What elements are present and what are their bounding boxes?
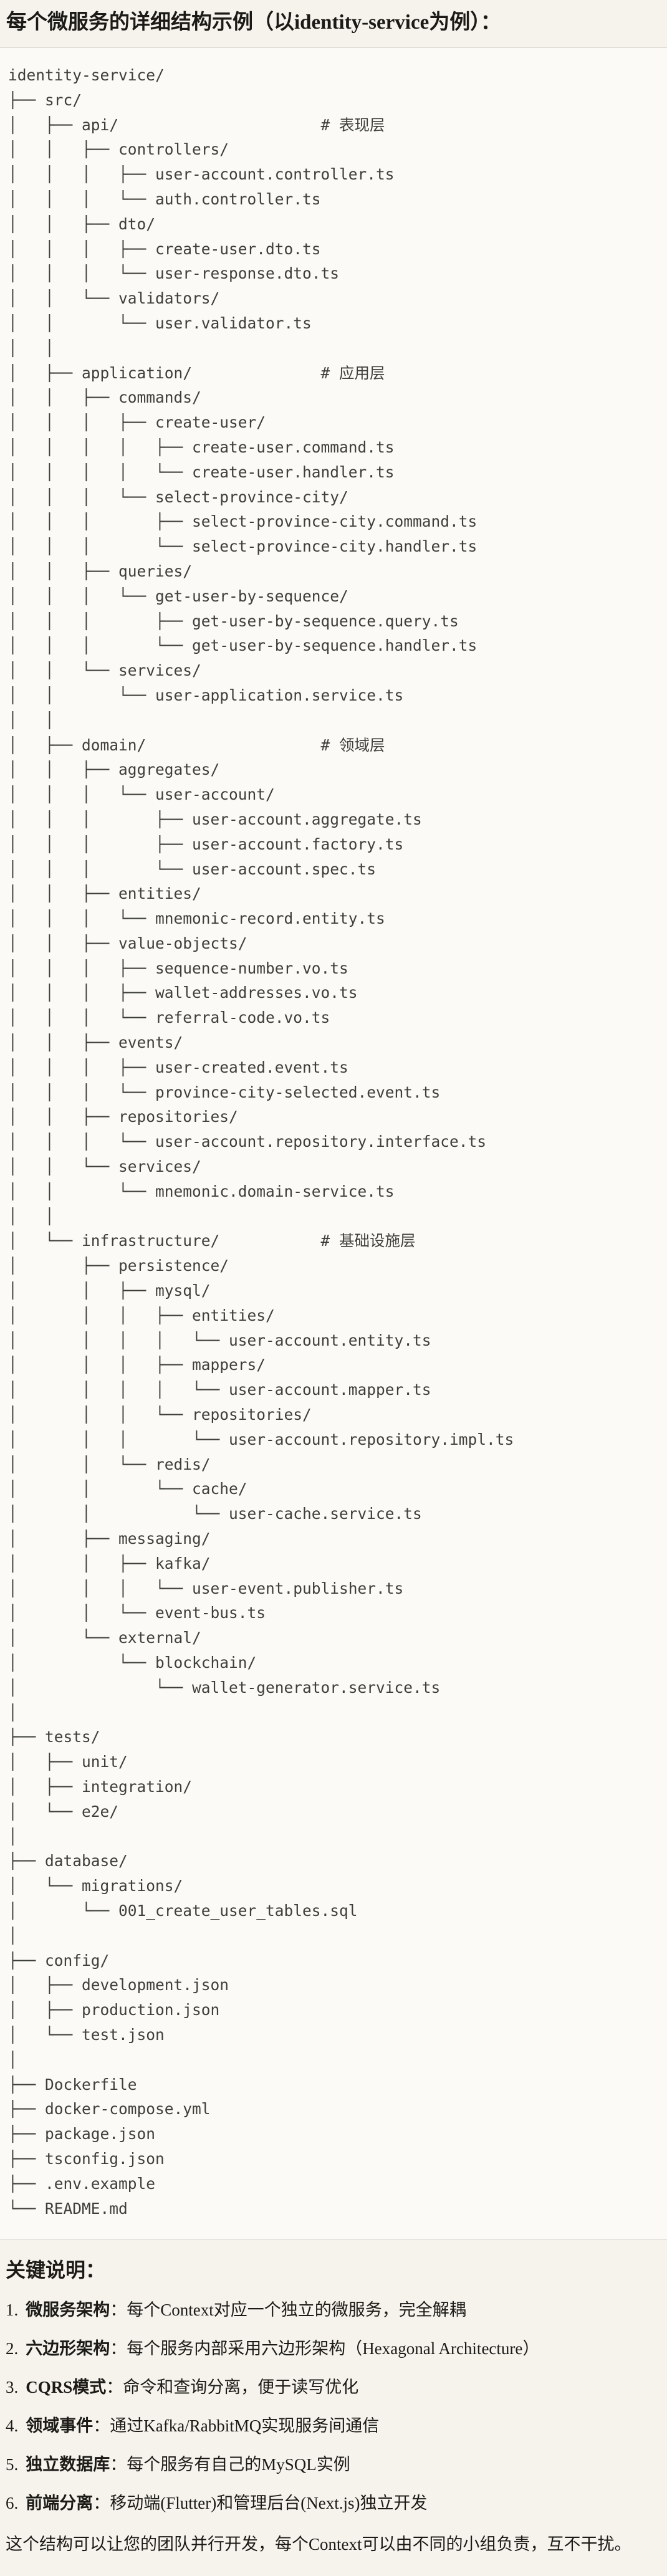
list-description: ：每个服务有自己的MySQL实例: [110, 2455, 350, 2474]
list-number: 1.: [6, 2301, 19, 2320]
closing-paragraph: 这个结构可以让您的团队并行开发，每个Context可以由不同的小组负责，互不干扰…: [6, 2535, 631, 2554]
list-term: CQRS模式: [26, 2378, 107, 2397]
list-term: 领域事件: [26, 2416, 94, 2436]
list-number: 4.: [6, 2416, 19, 2436]
list-item: 3. CQRS模式：命令和查询分离，便于读写优化: [6, 2376, 658, 2398]
list-description: ：每个服务内部采用六边形架构（Hexagonal Architecture）: [110, 2339, 540, 2358]
list-item: 4. 领域事件：通过Kafka/RabbitMQ实现服务间通信: [6, 2415, 658, 2437]
notes-heading: 关键说明：: [6, 2259, 106, 2282]
list-item: 5. 独立数据库：每个服务有自己的MySQL实例: [6, 2453, 658, 2476]
list-description: ：每个Context对应一个独立的微服务，完全解耦: [110, 2301, 466, 2320]
page-title: 每个微服务的详细结构示例（以identity-service为例）：: [6, 11, 501, 34]
list-item: 1. 微服务架构：每个Context对应一个独立的微服务，完全解耦: [6, 2299, 658, 2321]
notes-section: 关键说明： 1. 微服务架构：每个Context对应一个独立的微服务，完全解耦 2…: [0, 2258, 667, 2555]
list-description: ：移动端(Flutter)和管理后台(Next.js)独立开发: [93, 2494, 428, 2513]
list-number: 2.: [6, 2339, 19, 2358]
list-description: ：命令和查询分离，便于读写优化: [106, 2378, 359, 2397]
list-item: 2. 六边形架构：每个服务内部采用六边形架构（Hexagonal Architec…: [6, 2337, 658, 2360]
file-tree: identity-service/ ├── src/ │ ├── api/ # …: [8, 66, 514, 2218]
code-block: identity-service/ ├── src/ │ ├── api/ # …: [0, 47, 667, 2241]
list-item: 6. 前端分离：移动端(Flutter)和管理后台(Next.js)独立开发: [6, 2492, 658, 2514]
list-number: 3.: [6, 2378, 19, 2397]
document-page: 每个微服务的详细结构示例（以identity-service为例）： ident…: [0, 10, 667, 2555]
notes-list: 1. 微服务架构：每个Context对应一个独立的微服务，完全解耦 2. 六边形架构…: [6, 2299, 658, 2514]
list-term: 六边形架构: [26, 2339, 110, 2358]
list-term: 微服务架构: [26, 2301, 110, 2320]
list-term: 独立数据库: [26, 2455, 110, 2474]
list-description: ：通过Kafka/RabbitMQ实现服务间通信: [93, 2416, 380, 2436]
list-number: 6.: [6, 2494, 19, 2513]
list-number: 5.: [6, 2455, 19, 2474]
list-term: 前端分离: [26, 2494, 94, 2513]
